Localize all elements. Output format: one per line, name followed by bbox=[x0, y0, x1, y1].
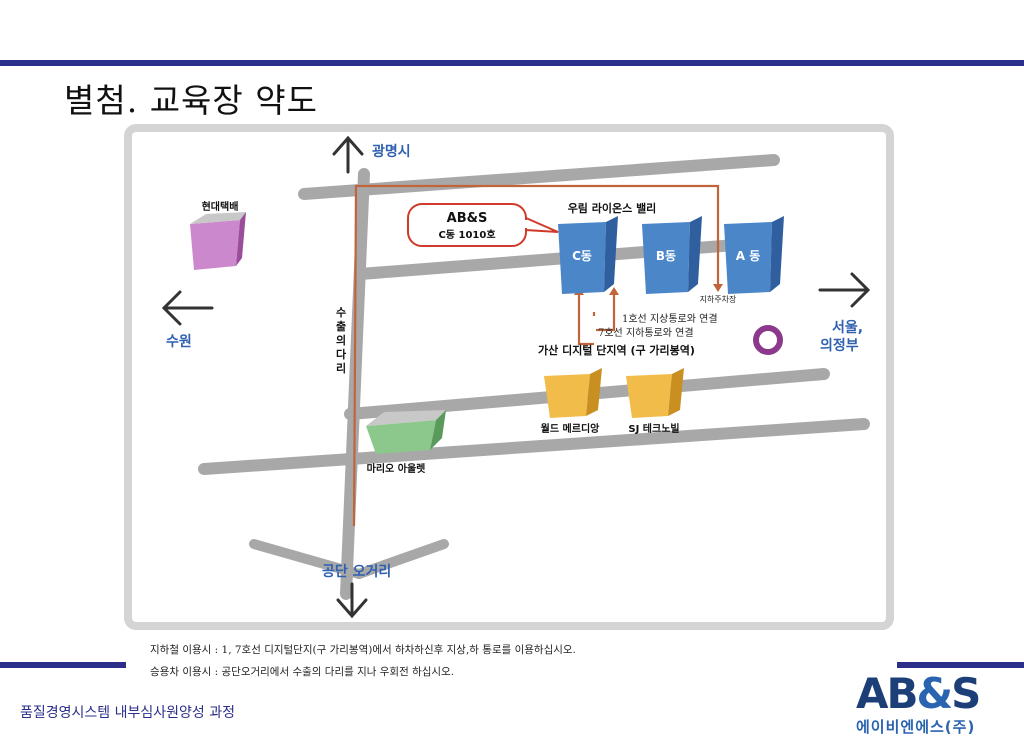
company-callout bbox=[407, 203, 559, 247]
subway-route-1 bbox=[592, 294, 616, 332]
bridge-label-char: 다 bbox=[336, 347, 347, 361]
parking-label: 지하주차장 bbox=[700, 294, 737, 304]
hyundai-building bbox=[190, 212, 246, 270]
location-map: 광명시 공단 오거리 수원 서울, 의정부 AB&S C동 1010호 우림 라… bbox=[161, 135, 871, 619]
logo-part-amp: & bbox=[916, 669, 954, 718]
subway-note: 지하철 이용시 : 1, 7호선 디지털단지(구 가리봉역)에서 하차하신후 지… bbox=[150, 644, 576, 656]
building-b bbox=[642, 216, 702, 294]
company-label: AB&S bbox=[447, 211, 488, 226]
page-title: 별첨. 교육장 약도 bbox=[64, 81, 318, 120]
top-accent-bar bbox=[0, 60, 1024, 66]
south-label: 공단 오거리 bbox=[322, 563, 391, 580]
logo-wordmark: AB&S bbox=[856, 669, 981, 718]
mario-outlet-building bbox=[366, 410, 446, 454]
east-label-line1: 서울, bbox=[832, 319, 863, 336]
east-label-line2: 의정부 bbox=[820, 337, 859, 354]
road-top bbox=[298, 154, 780, 200]
subway-line7-label: 7호선 지하통로와 연결 bbox=[598, 326, 694, 339]
subway-arrowhead-1 bbox=[609, 287, 619, 295]
logo-part-s: S bbox=[951, 669, 981, 718]
bottom-accent-bar-right bbox=[897, 662, 1024, 668]
bottom-accent-bar-left bbox=[0, 662, 126, 668]
company-logo: AB&S 에이비엔에스(주) bbox=[852, 672, 1022, 738]
company-room-label: C동 1010호 bbox=[438, 228, 495, 241]
arrow-right-icon bbox=[818, 272, 871, 308]
arrow-up-icon bbox=[332, 135, 364, 174]
world-meridian-label: 월드 메르디앙 bbox=[541, 422, 600, 435]
car-note: 승용차 이용시 : 공단오거리에서 수출의 다리를 지나 우회전 하십시오. bbox=[150, 666, 455, 678]
sj-technoville-label: SJ 테크노빌 bbox=[628, 422, 679, 435]
logo-subtitle: 에이비엔에스(주) bbox=[856, 718, 976, 736]
route-line bbox=[352, 184, 720, 527]
bridge-label-char: 의 bbox=[336, 333, 346, 347]
subway-route-7 bbox=[577, 294, 594, 346]
building-a-label: A 동 bbox=[736, 249, 761, 263]
bridge-label-char: 수 bbox=[336, 306, 346, 319]
sj-technoville-building bbox=[626, 368, 684, 418]
world-meridian-building bbox=[544, 368, 602, 418]
west-label: 수원 bbox=[166, 334, 192, 350]
arrow-down-icon bbox=[336, 582, 368, 619]
direction-arrows bbox=[161, 135, 871, 619]
road-diag-right bbox=[354, 539, 449, 579]
course-title: 품질경영시스템 내부심사원양성 과정 bbox=[20, 705, 235, 721]
bridge-label-char: 출 bbox=[336, 319, 346, 333]
parking-arrowhead bbox=[713, 284, 723, 292]
logo-part-ab: AB bbox=[856, 669, 919, 718]
building-b-label: B동 bbox=[656, 249, 676, 263]
arrow-left-icon bbox=[161, 290, 214, 326]
road-bottom bbox=[198, 418, 870, 475]
north-label: 광명시 bbox=[372, 143, 411, 160]
station-label: 가산 디지털 단지역 (구 가리봉역) bbox=[538, 343, 695, 357]
bridge-label-char: 리 bbox=[336, 361, 346, 375]
mario-outlet-label: 마리오 아울렛 bbox=[367, 462, 426, 475]
station-ring-icon bbox=[753, 325, 783, 355]
hyundai-label: 현대택배 bbox=[202, 200, 239, 213]
building-a bbox=[724, 216, 784, 294]
road-diag-left bbox=[249, 539, 364, 579]
complex-label: 우림 라이온스 밸리 bbox=[568, 201, 657, 215]
building-c bbox=[558, 216, 618, 294]
subway-line1-label: 1호선 지상통로와 연결 bbox=[622, 313, 718, 325]
building-c-label: C동 bbox=[572, 249, 592, 263]
